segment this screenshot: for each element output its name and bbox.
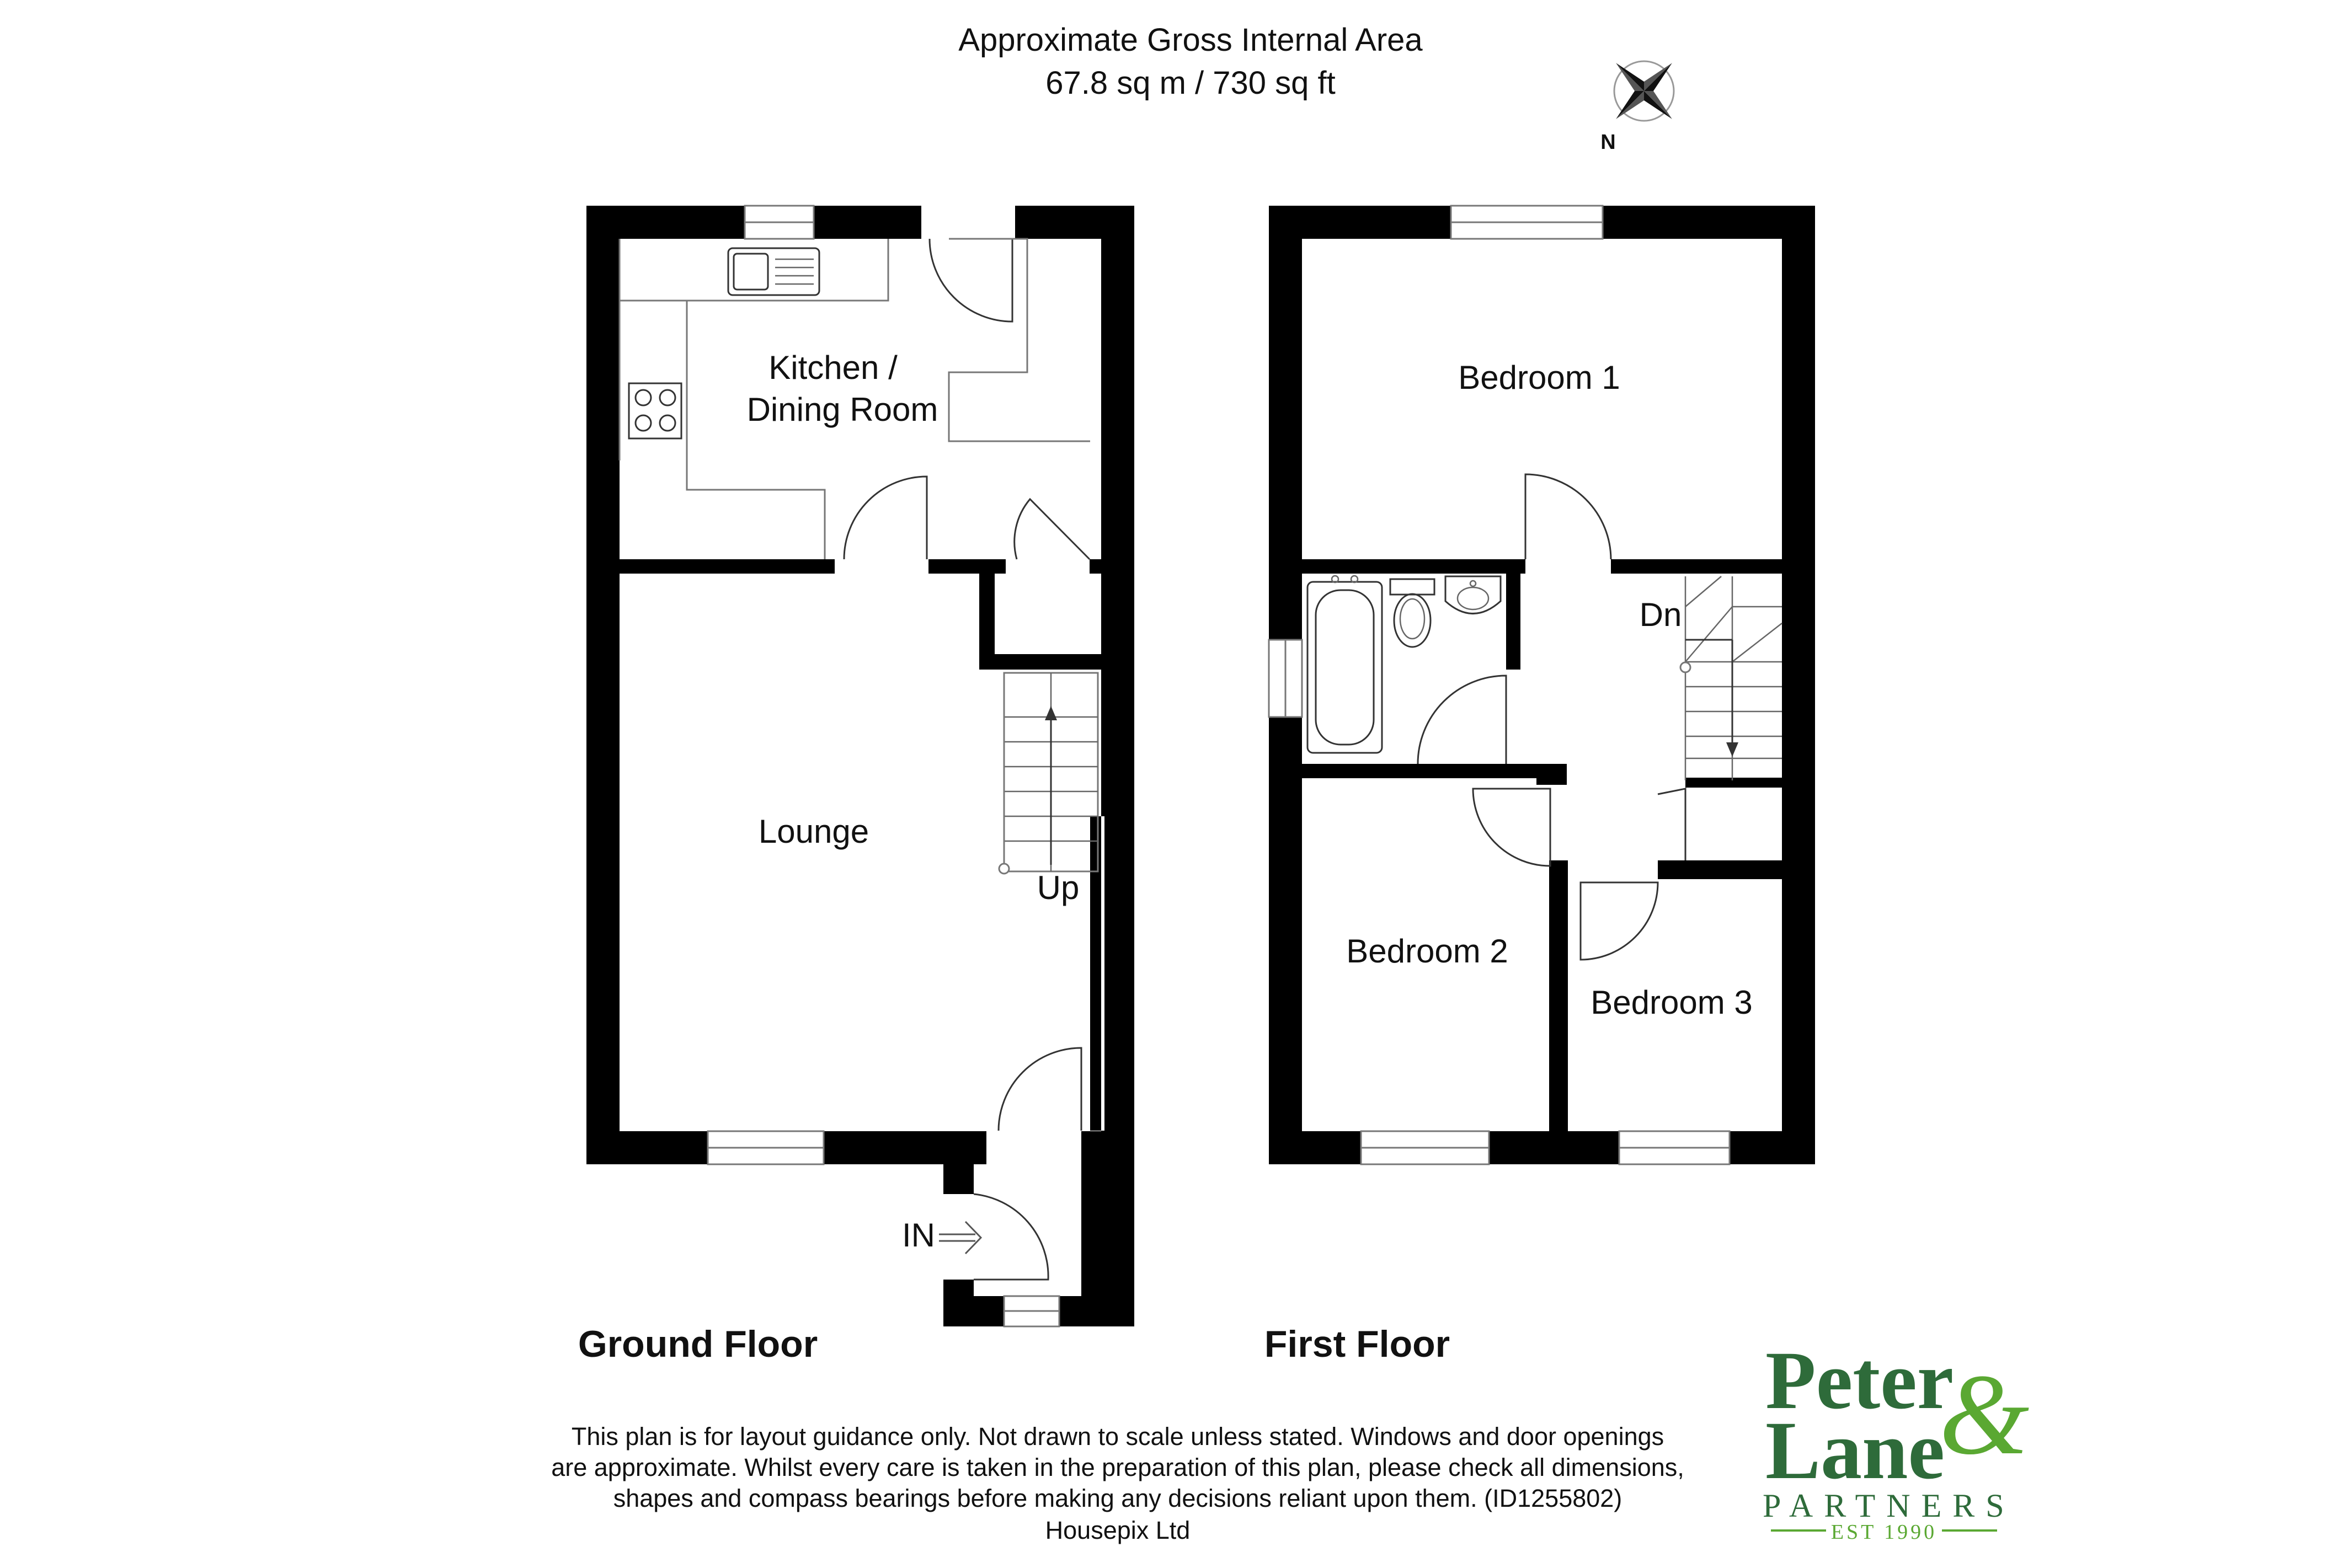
logo-line-1: Peter bbox=[1765, 1335, 1954, 1426]
area-title: Approximate Gross Internal Area bbox=[958, 22, 1423, 58]
ff-bedroom1-door bbox=[1524, 473, 1612, 560]
gf-hob-icon bbox=[628, 382, 682, 440]
ff-stairs-arrow-icon bbox=[1726, 742, 1738, 757]
gf-wall-mid-right bbox=[1090, 559, 1134, 574]
gf-cupboard-door bbox=[1013, 497, 1091, 560]
lounge-label: Lounge bbox=[759, 813, 869, 850]
gf-stairs bbox=[998, 672, 1099, 875]
logo-ampersand: & bbox=[1939, 1351, 2029, 1479]
ff-cupboard-door bbox=[1657, 788, 1686, 860]
ground-floor-plan: Up IN Kitchen / Dining Room Lounge bbox=[586, 205, 1134, 1328]
entrance-label: IN bbox=[902, 1217, 935, 1254]
gf-cupboard-wall bbox=[979, 559, 995, 670]
gf-lounge-door bbox=[843, 475, 928, 560]
gf-stairs-arrow-icon bbox=[1045, 706, 1057, 720]
ff-wall-right bbox=[1782, 206, 1815, 1164]
kitchen-label-line1: Kitchen / bbox=[768, 349, 898, 386]
gf-wall-top bbox=[586, 206, 1134, 239]
kitchen-label-line2: Dining Room bbox=[747, 391, 938, 428]
area-value: 67.8 sq m / 730 sq ft bbox=[1045, 65, 1336, 101]
disclaimer-line-4: Housepix Ltd bbox=[1045, 1516, 1191, 1544]
disclaimer-line-1: This plan is for layout guidance only. N… bbox=[572, 1422, 1664, 1451]
ff-wall-bottom bbox=[1269, 1131, 1815, 1164]
ff-stairs-label: Dn bbox=[1640, 596, 1682, 633]
gf-stairs-label: Up bbox=[1037, 869, 1080, 906]
disclaimer-line-2: are approximate. Whilst every care is ta… bbox=[551, 1453, 1684, 1481]
ff-basin-icon bbox=[1444, 575, 1502, 614]
gf-wall-right-upper bbox=[1101, 206, 1134, 780]
gf-kitchen-counter bbox=[618, 239, 826, 559]
gf-sink-icon bbox=[727, 247, 820, 296]
gf-cupboard-bottom bbox=[979, 654, 1101, 670]
compass-north-label: N bbox=[1600, 131, 1615, 154]
company-logo: Peter Lane & PARTNERS EST 1990 bbox=[1763, 1335, 2029, 1544]
first-floor-title: First Floor bbox=[1264, 1323, 1450, 1365]
ff-bedroom3-door bbox=[1579, 881, 1659, 961]
bedroom3-label: Bedroom 3 bbox=[1591, 984, 1753, 1021]
logo-line-4: EST 1990 bbox=[1831, 1521, 1937, 1544]
logo-line-3: PARTNERS bbox=[1763, 1487, 2015, 1524]
bedroom2-label: Bedroom 2 bbox=[1346, 933, 1508, 970]
ff-bathroom-door bbox=[1417, 675, 1507, 764]
compass-icon bbox=[1613, 60, 1675, 122]
ff-stairs bbox=[1679, 576, 1782, 780]
gf-porch-right bbox=[1081, 1131, 1134, 1326]
gf-back-door bbox=[928, 238, 1013, 323]
ff-bath-icon bbox=[1306, 575, 1383, 754]
gf-wall-mid-left bbox=[586, 559, 835, 574]
ff-bedroom2-door bbox=[1472, 788, 1551, 867]
gf-wall-left bbox=[586, 206, 620, 1164]
gf-entrance-door bbox=[973, 1193, 1049, 1281]
first-floor-plan: Dn Bedroom 1 Bedroom 2 Bedroom 3 bbox=[1268, 205, 1815, 1165]
logo-line-2: Lane bbox=[1765, 1405, 1945, 1496]
gf-front-inner-door bbox=[997, 1047, 1082, 1131]
gf-wall-right-inner bbox=[1090, 816, 1101, 1131]
bedroom1-label: Bedroom 1 bbox=[1458, 359, 1620, 396]
ff-toilet-icon bbox=[1389, 578, 1435, 648]
gf-wall-right-lower bbox=[1101, 780, 1134, 1133]
entrance-arrow-icon bbox=[939, 1221, 983, 1255]
ground-floor-title: Ground Floor bbox=[578, 1323, 818, 1365]
disclaimer-line-3: shapes and compass bearings before makin… bbox=[613, 1484, 1623, 1512]
